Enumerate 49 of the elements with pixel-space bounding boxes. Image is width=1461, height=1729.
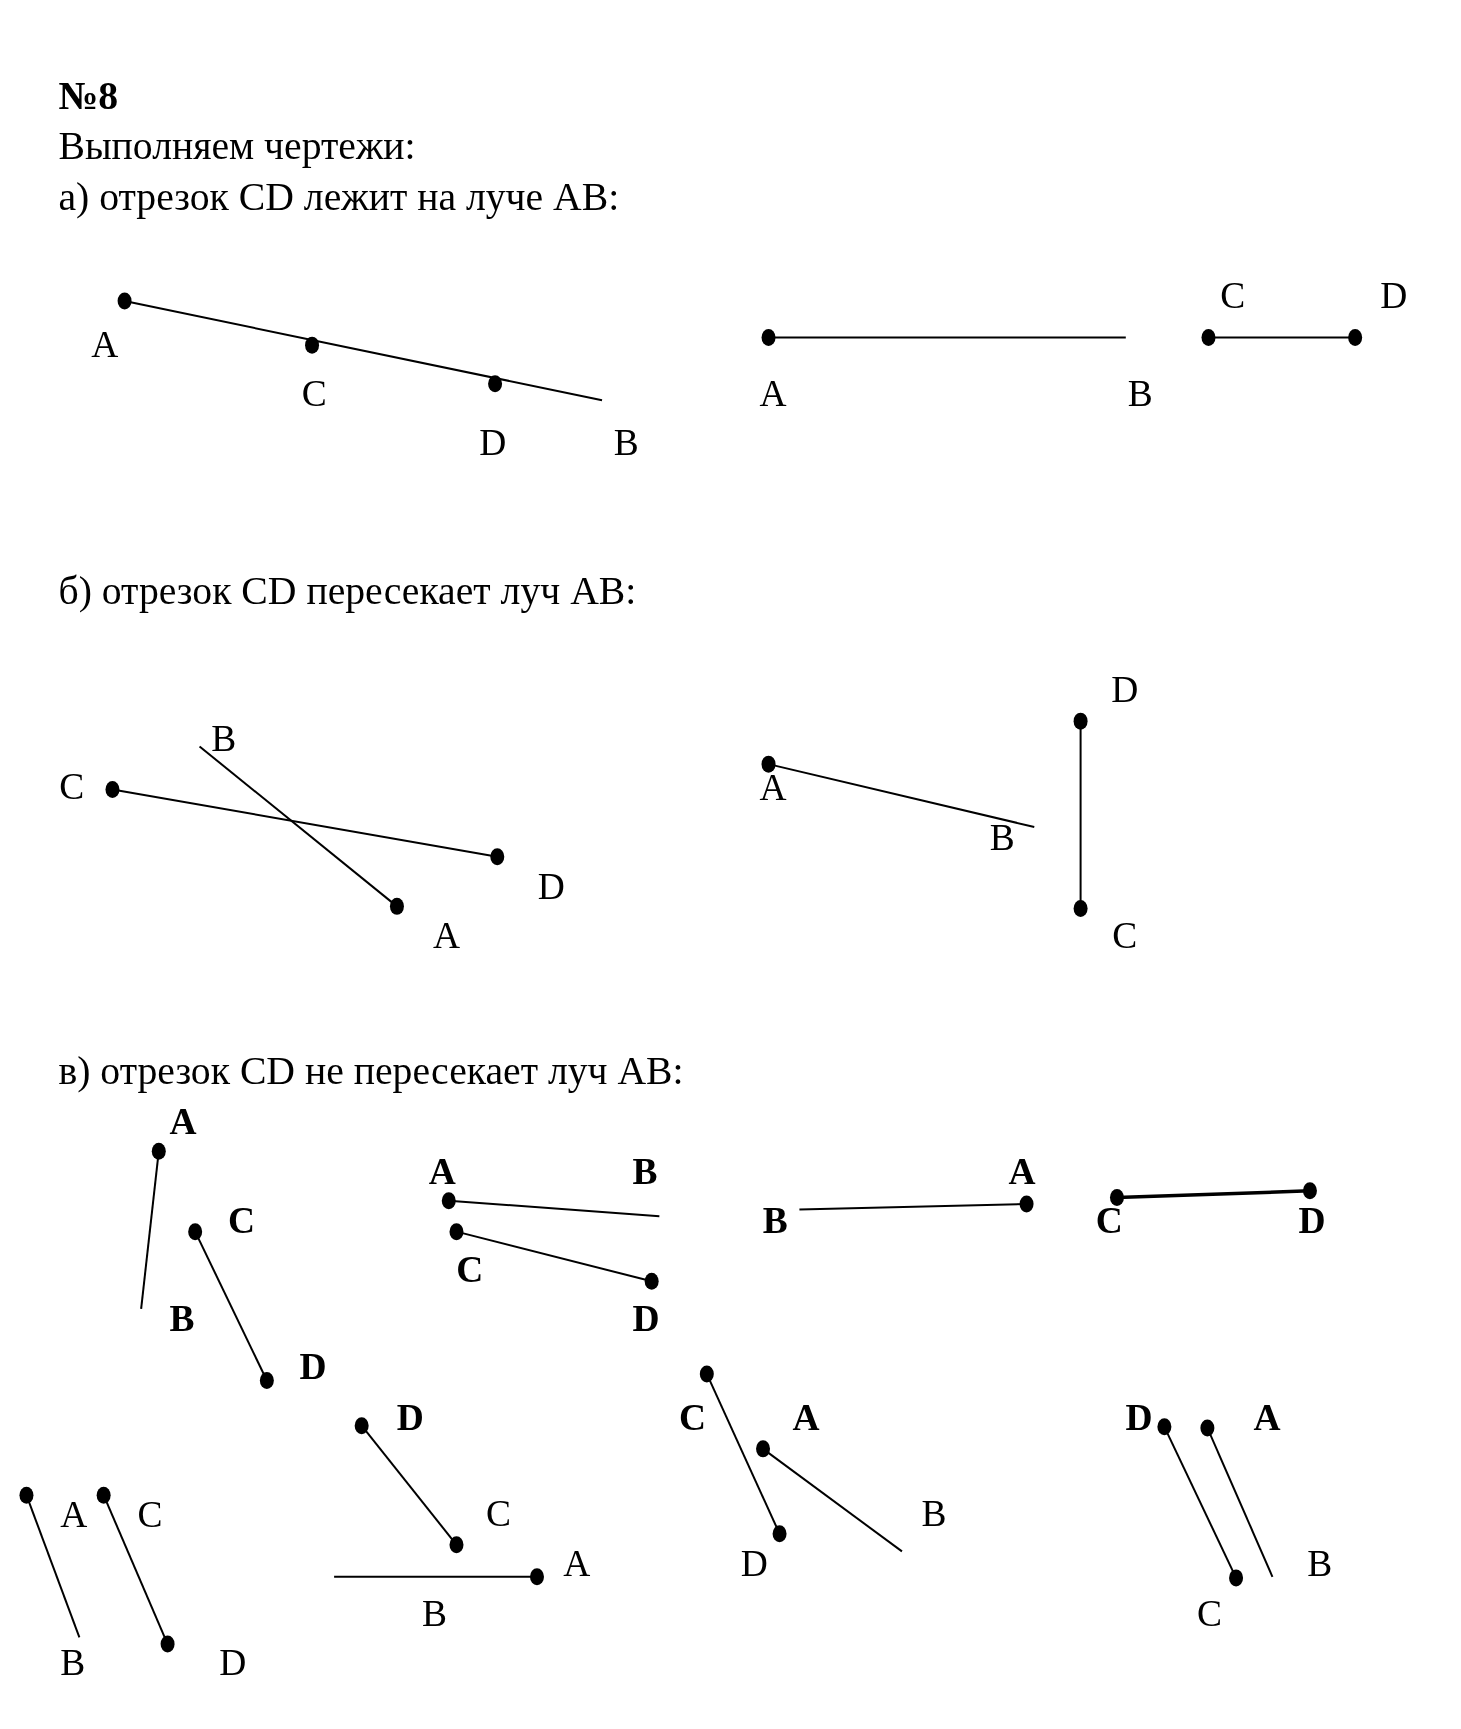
point-label: C xyxy=(485,1495,511,1533)
point-label: B xyxy=(421,1595,447,1633)
point-label: A xyxy=(792,1399,820,1437)
point-label: B xyxy=(613,424,639,462)
point-label: C xyxy=(456,1251,484,1289)
point-label: C xyxy=(1112,917,1138,955)
point-label: C xyxy=(1095,1201,1123,1240)
point-label: B xyxy=(762,1201,788,1240)
point-label: C xyxy=(1220,276,1246,315)
point-label: B xyxy=(1127,374,1153,413)
point-label: B xyxy=(632,1153,658,1191)
point-label: A xyxy=(169,1103,197,1142)
point-label: D xyxy=(632,1300,660,1338)
point-label: B xyxy=(211,720,237,758)
point-label: D xyxy=(1111,671,1139,709)
point-label: A xyxy=(759,374,787,413)
point-label: D xyxy=(1298,1201,1326,1240)
problem-number: №8 xyxy=(58,77,119,117)
point-label: D xyxy=(537,867,565,906)
task-heading: а) отрезок CD лежит на луче AB: xyxy=(58,178,620,219)
point-label: B xyxy=(169,1300,195,1338)
point-label: D xyxy=(1380,276,1408,315)
point-label: D xyxy=(299,1348,327,1386)
point-label: A xyxy=(428,1153,456,1191)
point-label: A xyxy=(60,1496,88,1534)
point-label: B xyxy=(1307,1544,1333,1583)
point-label: A xyxy=(563,1544,591,1583)
point-label: A xyxy=(1253,1399,1281,1437)
task-heading: б) отрезок CD пересекает луч AB: xyxy=(58,572,637,612)
point-label: C xyxy=(301,374,327,413)
point-label: D xyxy=(219,1644,247,1682)
point-label: A xyxy=(433,917,461,955)
point-label: C xyxy=(678,1399,706,1437)
point-label: C xyxy=(59,768,85,806)
point-label: B xyxy=(989,819,1015,857)
point-label: D xyxy=(740,1544,768,1583)
point-label: D xyxy=(1125,1399,1153,1437)
task-heading: в) отрезок CD не пересекает луч AB: xyxy=(58,1051,684,1092)
point-label: D xyxy=(396,1399,424,1437)
point-label: D xyxy=(479,424,507,462)
task-heading: Выполняем чертежи: xyxy=(58,126,416,167)
point-label: C xyxy=(137,1496,163,1534)
point-label: C xyxy=(1197,1595,1223,1633)
point-label: C xyxy=(227,1201,255,1240)
point-label: A xyxy=(1008,1153,1036,1191)
point-label: B xyxy=(921,1495,947,1533)
point-label: A xyxy=(759,769,787,808)
point-label: A xyxy=(91,326,119,364)
point-label: B xyxy=(60,1644,86,1682)
